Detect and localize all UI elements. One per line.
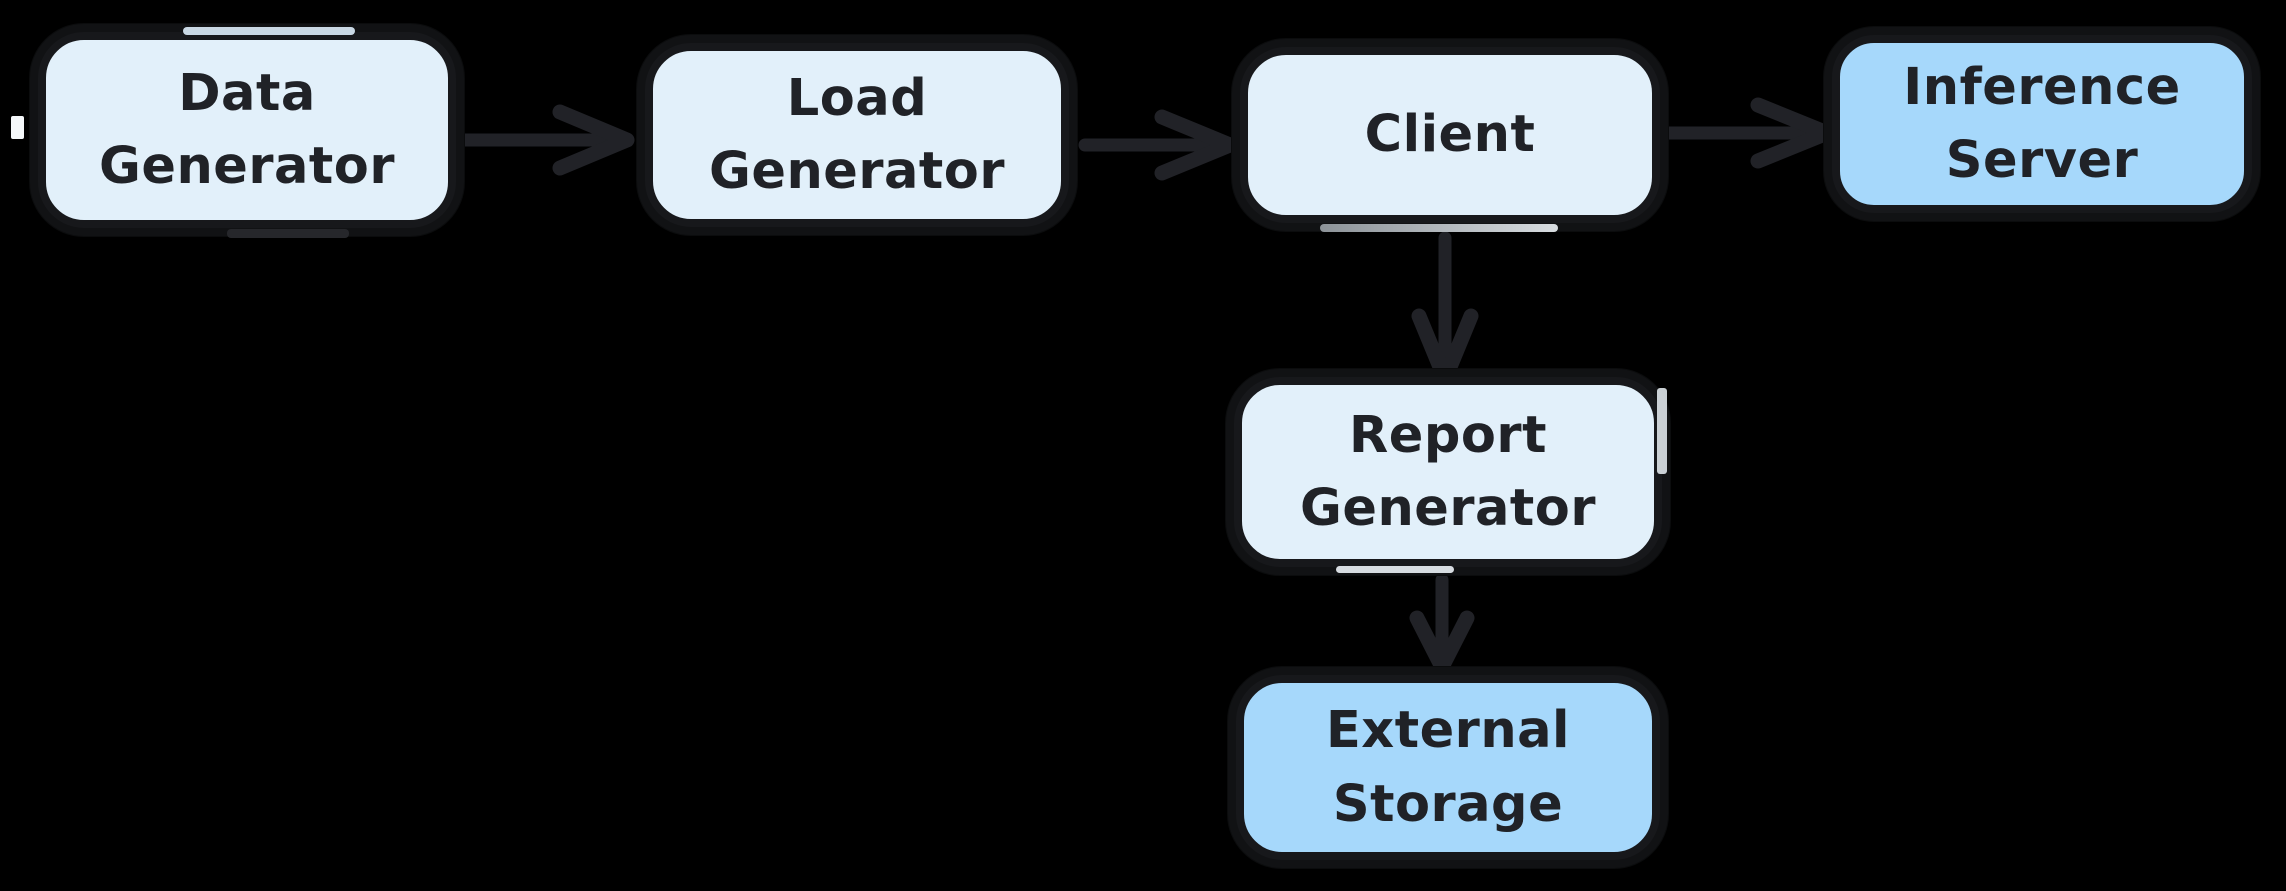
arrow-client-to-inference-server: [1661, 97, 1835, 169]
node-client: Client: [1240, 47, 1660, 223]
node-label: Data Generator: [99, 63, 395, 196]
arrow-load-generator-to-client: [1078, 109, 1238, 181]
sketch-highlight: [227, 229, 349, 238]
node-label: Load Generator: [709, 68, 1005, 201]
arrow-data-generator-to-load-generator: [453, 104, 635, 176]
node-label: External Storage: [1325, 701, 1571, 834]
node-inference-server: Inference Server: [1832, 35, 2252, 213]
sketch-highlight: [183, 27, 355, 35]
node-load-generator: Load Generator: [645, 43, 1069, 227]
sketch-highlight: [1320, 224, 1558, 232]
node-external-storage: External Storage: [1236, 675, 1660, 860]
node-report-generator: Report Generator: [1234, 377, 1662, 567]
sketch-highlight: [11, 116, 24, 139]
node-label: Report Generator: [1300, 405, 1596, 538]
node-label: Inference Server: [1903, 57, 2181, 190]
node-data-generator: Data Generator: [38, 32, 456, 228]
node-label: Client: [1364, 105, 1536, 165]
sketch-highlight: [1336, 566, 1454, 573]
arrow-report-generator-to-external-storage: [1409, 573, 1475, 675]
sketch-highlight: [1657, 388, 1667, 474]
arrow-client-to-report-generator: [1411, 231, 1479, 387]
